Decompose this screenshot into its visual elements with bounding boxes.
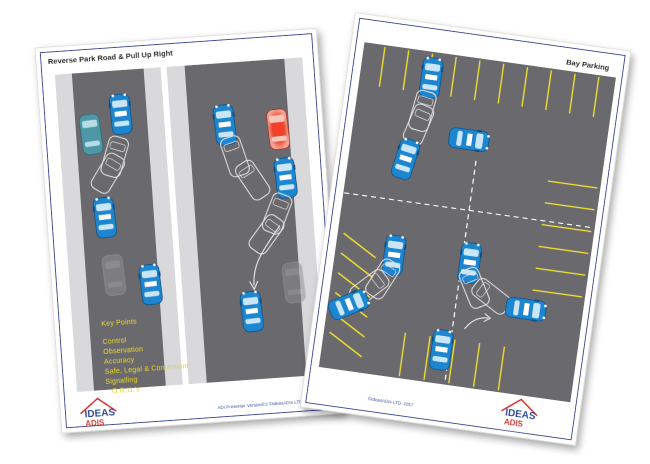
adis-logo: IDEAS ADIS — [80, 397, 117, 428]
logo-roof-icon — [80, 397, 117, 415]
key-point-item: Control — [102, 337, 127, 346]
left-card: Reverse Park Road & Pull Up Right Key Po… — [34, 28, 344, 434]
arrow-icon — [483, 313, 492, 322]
logo-top-text: IDEAS — [84, 407, 116, 420]
adis-logo: IDEAS ADIS — [481, 394, 549, 436]
parked-grey-car — [101, 253, 127, 297]
arrow-icon — [249, 280, 259, 291]
pull-out-path — [253, 225, 281, 286]
key-points-heading: Key Points — [101, 319, 137, 328]
key-point-item: Signalling — [105, 377, 138, 386]
parked-grey-car — [281, 260, 307, 305]
key-point-item: Accuracy — [104, 357, 135, 366]
logo-top-text: IDEAS — [504, 407, 536, 422]
parked-red-car — [265, 107, 292, 151]
key-point-item: O.R.U.'s — [112, 387, 141, 396]
manoeuvre-path — [464, 317, 489, 330]
logo-roof-icon — [501, 398, 538, 417]
right-bay-lines — [532, 180, 598, 298]
right-road-panel — [166, 57, 325, 385]
logo-bottom-text: ADIS — [85, 418, 105, 428]
bottom-bay-lines — [398, 332, 506, 391]
logo-bottom-text: ADIS — [503, 417, 524, 429]
right-card: Bay Parking — [299, 12, 632, 446]
key-point-item: Observation — [103, 346, 143, 356]
